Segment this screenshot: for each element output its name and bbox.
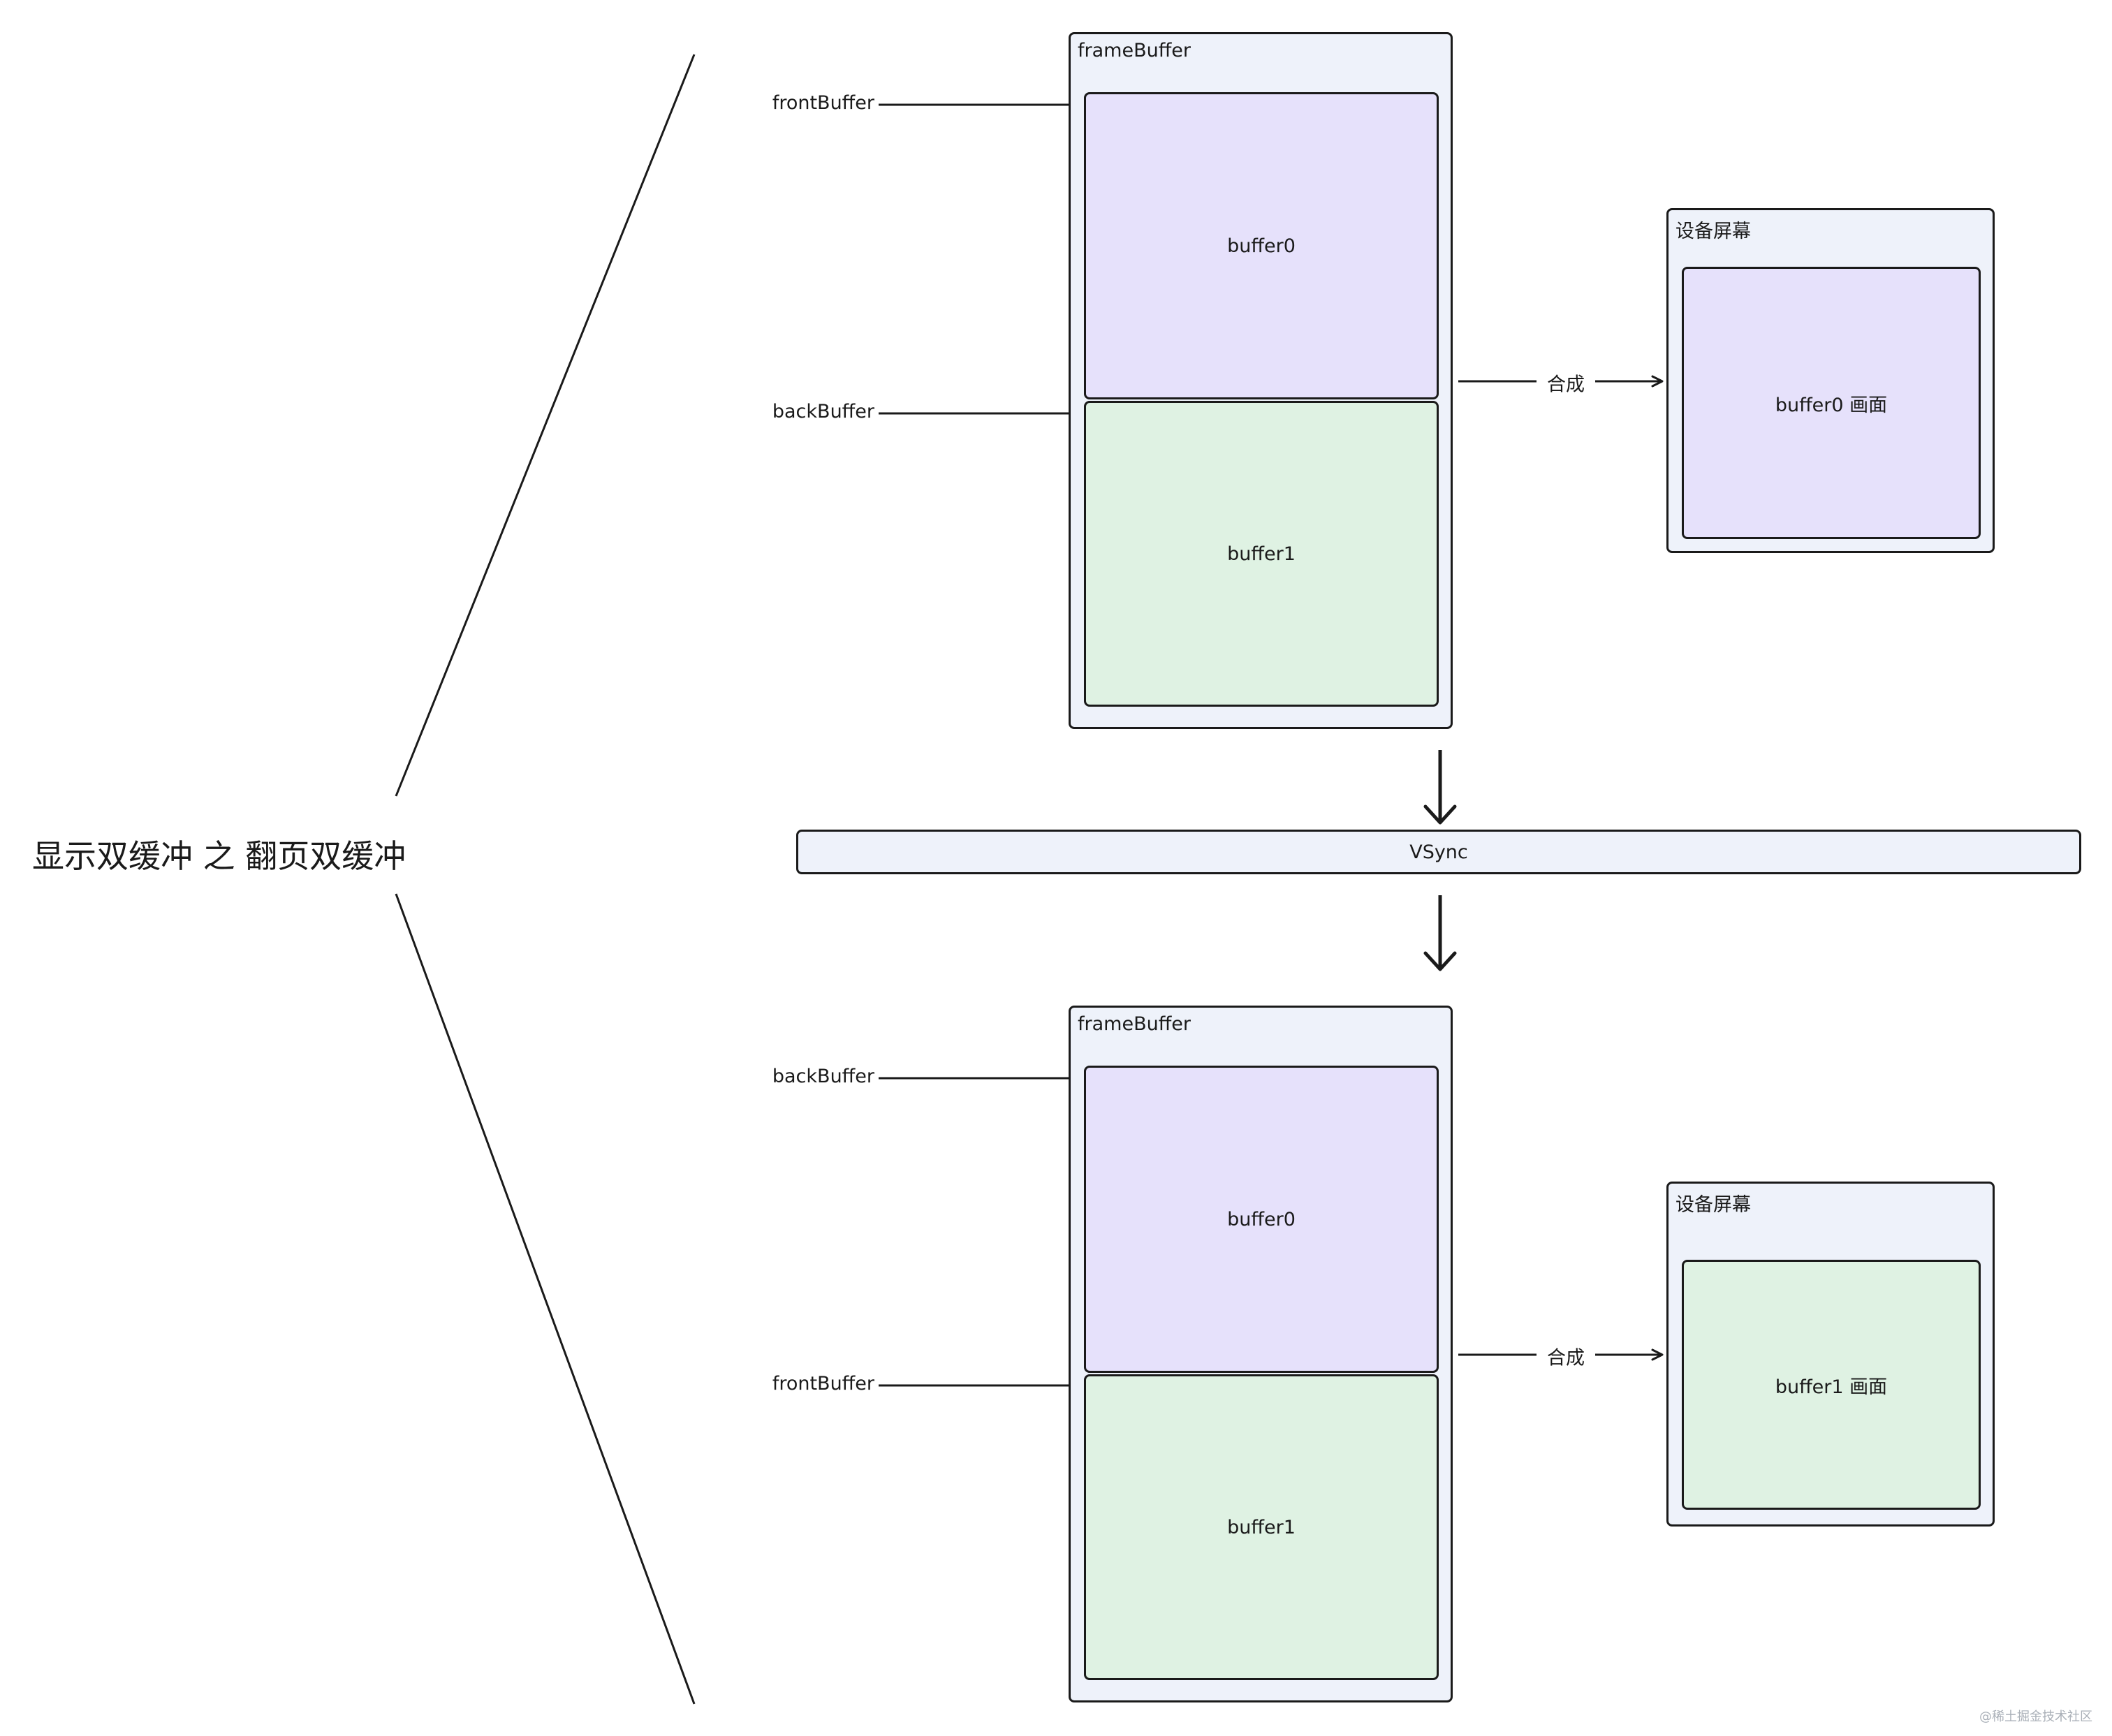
bottom-screen-content: buffer1 画面	[1682, 1260, 1981, 1510]
bracket-line-top	[395, 54, 696, 797]
bottom-front-pointer-label: frontBuffer	[772, 1373, 874, 1395]
top-back-pointer-label: backBuffer	[772, 401, 874, 422]
top-buffer0-label: buffer0	[1227, 235, 1296, 257]
top-front-pointer-label: frontBuffer	[772, 92, 874, 114]
bottom-compose-label: 合成	[1547, 1347, 1585, 1369]
top-buffer1-label: buffer1	[1227, 543, 1296, 565]
top-compose-label: 合成	[1547, 374, 1585, 396]
vsync-label: VSync	[1409, 841, 1468, 863]
bracket-line-bottom	[395, 893, 696, 1705]
bottom-device-screen-label: 设备屏幕	[1675, 1194, 1751, 1216]
bottom-buffer0: buffer0	[1084, 1066, 1439, 1373]
top-buffer1: buffer1	[1084, 401, 1439, 707]
top-screen-content: buffer0 画面	[1682, 267, 1981, 539]
top-framebuffer-label: frameBuffer	[1078, 40, 1191, 61]
diagram-title: 显示双缓冲 之 翻页双缓冲	[32, 837, 406, 875]
top-buffer0: buffer0	[1084, 92, 1439, 399]
bottom-buffer0-label: buffer0	[1227, 1208, 1296, 1230]
vsync-bar: VSync	[796, 830, 2081, 874]
watermark: @稀土掘金技术社区	[1979, 1709, 2092, 1724]
bottom-buffer1: buffer1	[1084, 1374, 1439, 1680]
bottom-framebuffer-label: frameBuffer	[1078, 1013, 1191, 1035]
top-screen-content-label: buffer0 画面	[1775, 394, 1888, 416]
bottom-buffer1-label: buffer1	[1227, 1516, 1296, 1538]
top-device-screen-label: 设备屏幕	[1675, 221, 1751, 242]
bottom-screen-content-label: buffer1 画面	[1775, 1376, 1888, 1398]
bottom-back-pointer-label: backBuffer	[772, 1066, 874, 1087]
